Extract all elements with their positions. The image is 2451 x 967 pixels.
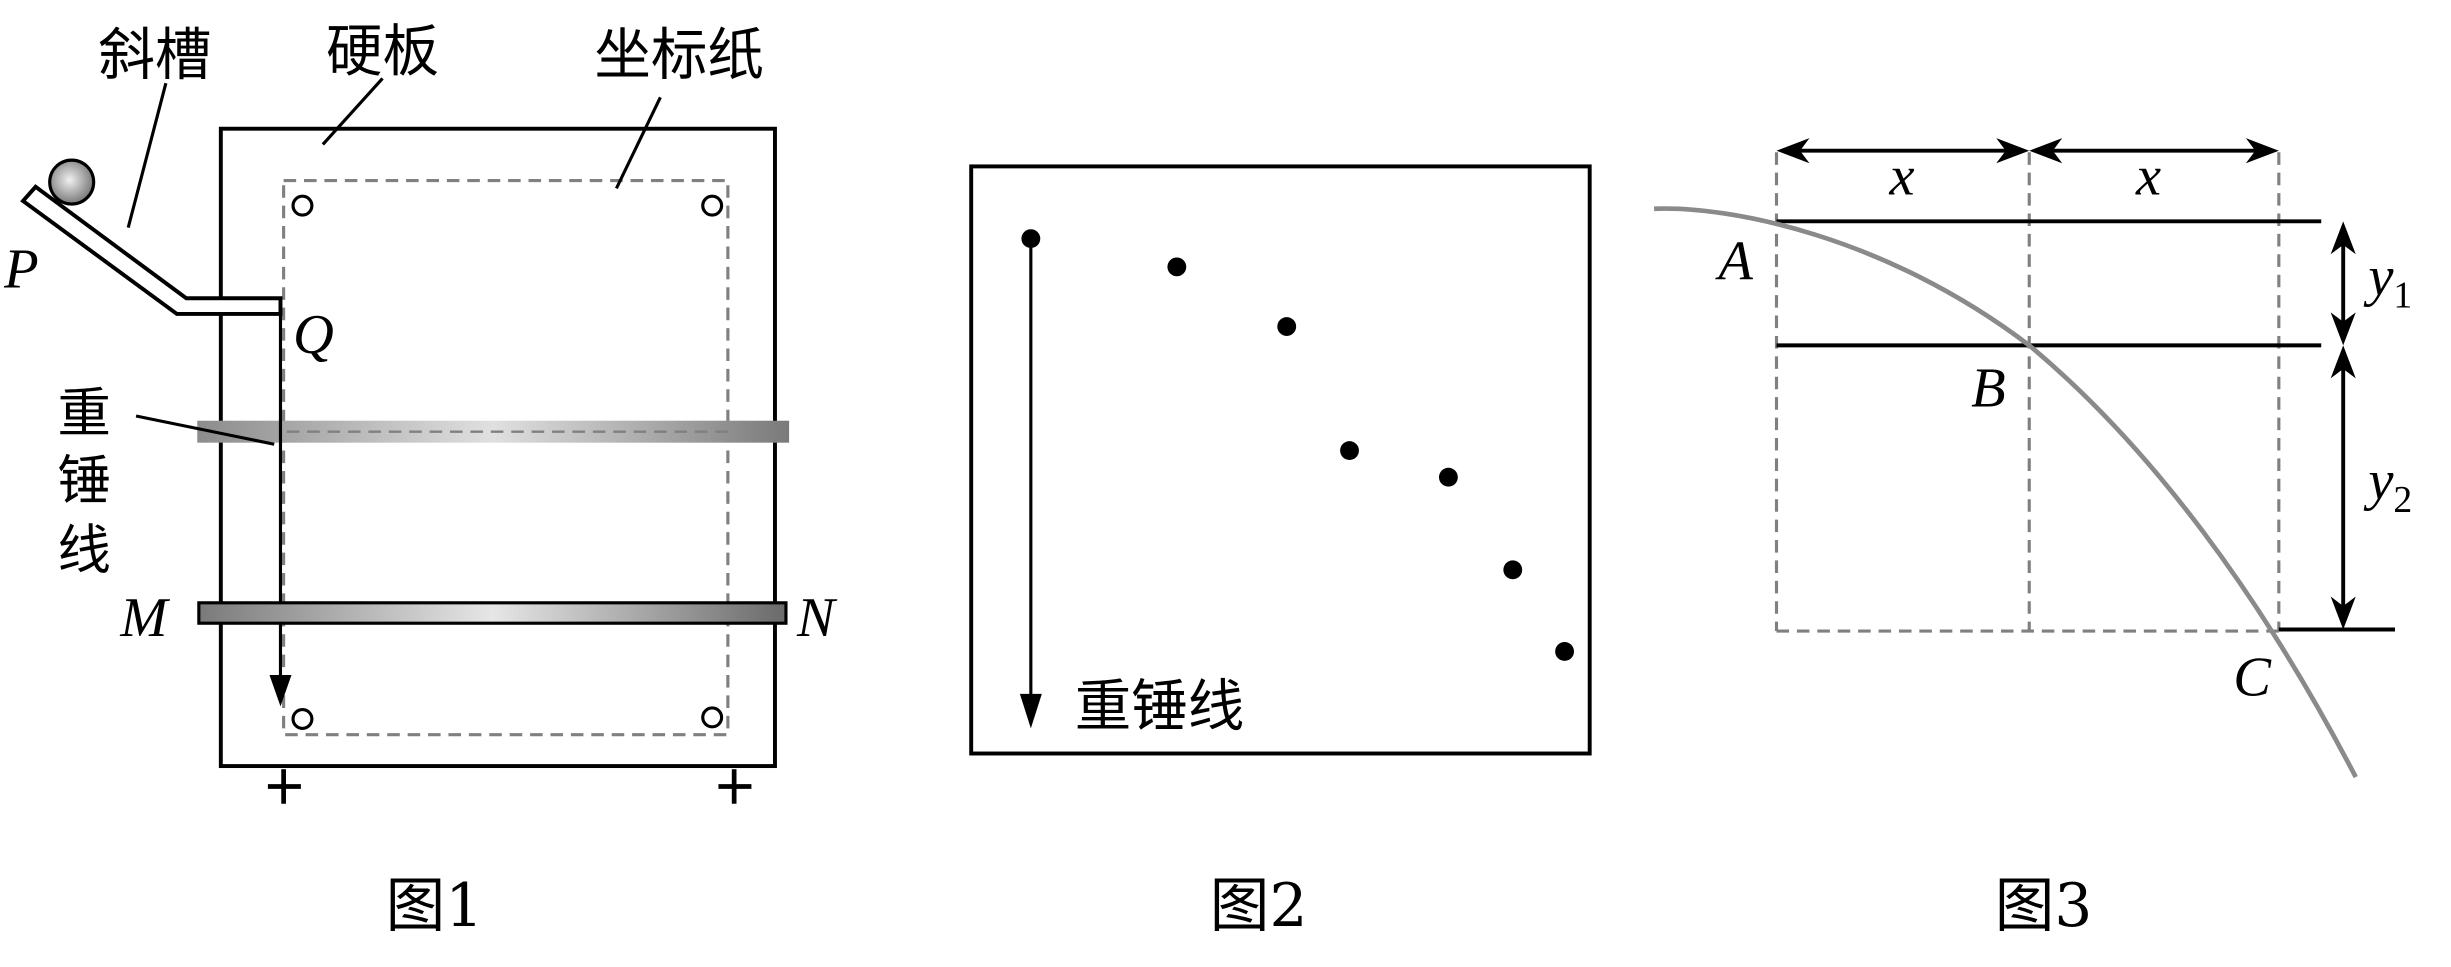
dot — [1438, 467, 1458, 487]
trajectory-dots — [1021, 229, 1574, 661]
dashed-grid — [1774, 152, 2281, 633]
dot — [1555, 642, 1574, 661]
ball — [48, 158, 96, 206]
caption-figure-2: 图2 — [1210, 872, 1308, 941]
label-q: Q — [293, 304, 334, 366]
chute — [20, 184, 283, 316]
label-plumb-line: 重锤线 — [1075, 674, 1245, 739]
grid-paper — [282, 178, 730, 737]
label-plumb-1: 重 — [58, 382, 111, 445]
label-y1: y1 — [2363, 246, 2412, 317]
plumb-arrow-icon — [269, 675, 292, 707]
label-p: P — [3, 238, 39, 300]
label-x-1: x — [1889, 146, 1915, 208]
figure-2: 重锤线 图2 — [969, 164, 1592, 941]
dimension-arrows — [1776, 138, 2356, 630]
label-m: M — [119, 587, 170, 649]
label-a: A — [1714, 230, 1753, 292]
dot — [1503, 560, 1523, 580]
figure-3: x x A B C y1 y2 图3 — [1653, 138, 2412, 941]
label-y2: y2 — [2363, 450, 2412, 521]
caption-figure-1: 图1 — [386, 872, 484, 941]
label-c: C — [2233, 646, 2272, 708]
dot-origin — [1021, 229, 1041, 249]
label-x-2: x — [2135, 146, 2161, 208]
label-n: N — [796, 587, 838, 649]
grid-paper-frame — [969, 164, 1592, 756]
figure-1: 斜槽 硬板 坐标纸 重 锤 线 P Q M N 图1 — [3, 20, 838, 942]
label-board: 硬板 — [326, 20, 439, 85]
label-plumb-3: 线 — [58, 518, 111, 581]
pin-holes — [291, 194, 724, 730]
level-lines — [1776, 219, 2396, 632]
plumb-arrow-icon — [1019, 693, 1042, 729]
caption-figure-3: 图3 — [1995, 872, 2093, 941]
dot — [1167, 257, 1187, 277]
dot — [1340, 441, 1359, 460]
label-b: B — [1971, 358, 2006, 420]
leader-lines — [126, 77, 662, 446]
hard-board — [218, 126, 777, 769]
label-chute: 斜槽 — [98, 23, 211, 88]
feet — [267, 769, 752, 804]
label-grid-paper: 坐标纸 — [594, 23, 764, 88]
label-plumb-2: 锤 — [58, 449, 111, 512]
trajectory-curve — [1653, 206, 2358, 779]
dot — [1277, 317, 1297, 336]
bar-mn — [197, 601, 788, 625]
